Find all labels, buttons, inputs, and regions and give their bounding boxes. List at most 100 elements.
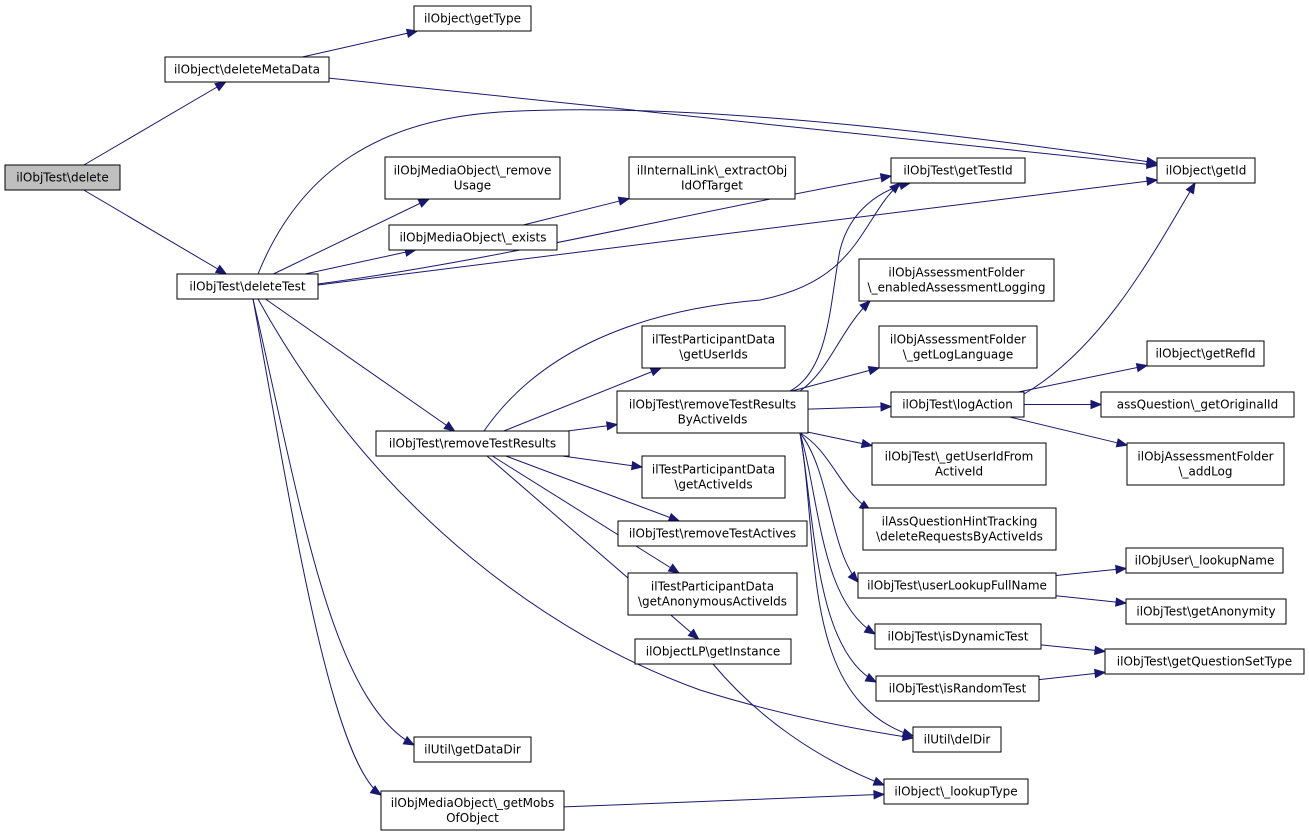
nodes-layer: ilObjTest\delete ilObject\deleteMetaData i… [4,5,1305,831]
node-label: ilObjAssessmentFolder [890,333,1026,347]
edge-deleteTest-to-getTestId [317,173,893,285]
node-box [1156,157,1256,184]
node-hintTracking[interactable]: ilAssQuestionHintTracking\deleteRequests… [862,507,1057,551]
node-getId[interactable]: ilObject\getId [1156,157,1256,184]
node-getTestId[interactable]: ilObjTest\getTestId [890,157,1026,184]
node-box [912,726,1002,753]
node-label: \getActiveIds [674,478,752,492]
node-removeTestActives[interactable]: ilObjTest\removeTestActives [617,520,808,547]
node-label: ilObjTest\removeTestActives [629,527,796,541]
node-box [616,390,809,434]
node-label: ilObject\getId [1166,164,1247,178]
node-deleteMetaData[interactable]: ilObject\deleteMetaData [164,56,330,83]
node-deleteTest[interactable]: ilObjTest\deleteTest [176,273,319,300]
node-getActiveIds[interactable]: ilTestParticipantData\getActiveIds [641,455,786,499]
node-box [641,455,786,499]
edge-deleteMetaData-to-getType [302,28,419,58]
edge-delete-to-deleteMetaData [83,81,227,166]
node-delDir[interactable]: ilUtil\delDir [912,726,1002,753]
node-label: ilObjMediaObject\_exists [399,231,546,245]
edge-logAction-to-getRefId [1018,363,1149,393]
node-isDynamicTest[interactable]: ilObjTest\isDynamicTest [874,623,1042,650]
node-exists[interactable]: ilObjMediaObject\_exists [388,224,558,251]
node-box [862,507,1057,551]
node-label: ilObjTest\getAnonymity [1136,605,1275,619]
node-box [627,572,798,616]
node-enabledLogging[interactable]: ilObjAssessmentFolder\_enabledAssessment… [858,258,1055,302]
node-label: \deleteRequestsByActiveIds [876,530,1043,544]
node-label: \getAnonymousActiveIds [638,595,787,609]
node-box [164,56,330,83]
node-label: ilObject\_lookupType [894,785,1017,799]
node-label: ilObjTest\_getUserIdFrom [885,450,1034,464]
node-label: ByActiveIds [678,413,748,427]
node-label: ilObjectLP\getInstance [646,645,780,659]
node-userLookupFullName[interactable]: ilObjTest\userLookupFullName [857,572,1057,599]
node-box [384,156,561,200]
node-getRefId[interactable]: ilObject\getRefId [1146,340,1265,367]
node-label: ilTestParticipantData [652,333,775,347]
node-label: ilObjTest\userLookupFullName [867,579,1047,593]
node-label: ilObjAssessmentFolder [888,266,1024,280]
node-box [871,442,1047,486]
node-label: ilObjTest\logAction [902,398,1013,412]
node-label: ilObjTest\getTestId [903,164,1012,178]
node-label: ilObject\getType [424,12,521,26]
node-label: ilObjTest\isRandomTest [889,682,1027,696]
node-label: ActiveId [935,465,983,479]
edge-userLookupFullName-to-lookupName [1055,564,1128,576]
node-box [1125,547,1284,574]
node-getQuestionSetType[interactable]: ilObjTest\getQuestionSetType [1104,648,1305,675]
edge-removeByActive-to-delDir [799,432,915,738]
node-label: ilObjTest\delete [16,171,109,185]
node-getUserIds[interactable]: ilTestParticipantData\getUserIds [641,325,786,369]
edge-removeByActive-to-getUserIdFromActive [807,431,874,449]
node-getAnonymousActiveIds[interactable]: ilTestParticipantData\getAnonymousActive… [627,572,798,616]
node-label: ilObjTest\getQuestionSetType [1117,655,1292,669]
node-label: \_addLog [1178,465,1232,479]
node-label: ilInternalLink\_extractObj [637,164,788,178]
node-addLog[interactable]: ilObjAssessmentFolder\_addLog [1126,442,1285,486]
node-box [883,778,1029,805]
node-lookupName[interactable]: ilObjUser\_lookupName [1125,547,1284,574]
node-label: OfObject [446,811,499,825]
edge-deleteTest-to-getId [257,109,1159,275]
node-box [380,790,565,831]
edge-deleteTest-to-removeTestResults [265,298,456,432]
edge-exists-to-extractObjId [523,196,631,226]
node-getInstance[interactable]: ilObjectLP\getInstance [634,638,792,665]
node-box [858,258,1055,302]
edge-removeByActive-to-hintTracking [799,432,872,511]
node-getType[interactable]: ilObject\getType [413,5,532,32]
node-label: ilTestParticipantData [652,463,775,477]
edge-removeTestResults-to-getAnonymousActiveIds [492,455,681,574]
node-box [1125,598,1287,625]
node-logAction[interactable]: ilObjTest\logAction [890,391,1025,418]
edge-isRandomTest-to-getQuestionSetType [1038,668,1107,681]
node-getAnonymity[interactable]: ilObjTest\getAnonymity [1125,598,1287,625]
node-box [890,157,1026,184]
node-delete[interactable]: ilObjTest\delete [4,164,121,191]
node-label: assQuestion\_getOriginalId [1117,398,1278,412]
edge-removeByActive-to-isDynamicTest [799,432,877,635]
node-label: ilUtil\getDataDir [424,743,521,757]
node-lookupType[interactable]: ilObject\_lookupType [883,778,1029,805]
node-getDataDir[interactable]: ilUtil\getDataDir [413,736,532,763]
node-box [1104,648,1305,675]
node-getOriginalId[interactable]: assQuestion\_getOriginalId [1100,391,1295,418]
node-isRandomTest[interactable]: ilObjTest\isRandomTest [875,675,1040,702]
node-box [634,638,792,665]
node-label: ilObjTest\removeTestResults [629,398,796,412]
node-label: ilObjUser\_lookupName [1135,554,1275,568]
node-removeTestResults[interactable]: ilObjTest\removeTestResults [375,430,570,457]
node-box [413,736,532,763]
edge-getMobsOfObject-to-lookupType [563,790,886,808]
node-getLogLanguage[interactable]: ilObjAssessmentFolder\_getLogLanguage [878,325,1038,369]
node-label: ilAssQuestionHintTracking [882,515,1038,529]
edge-removeByActive-to-getLogLanguage [791,366,881,392]
